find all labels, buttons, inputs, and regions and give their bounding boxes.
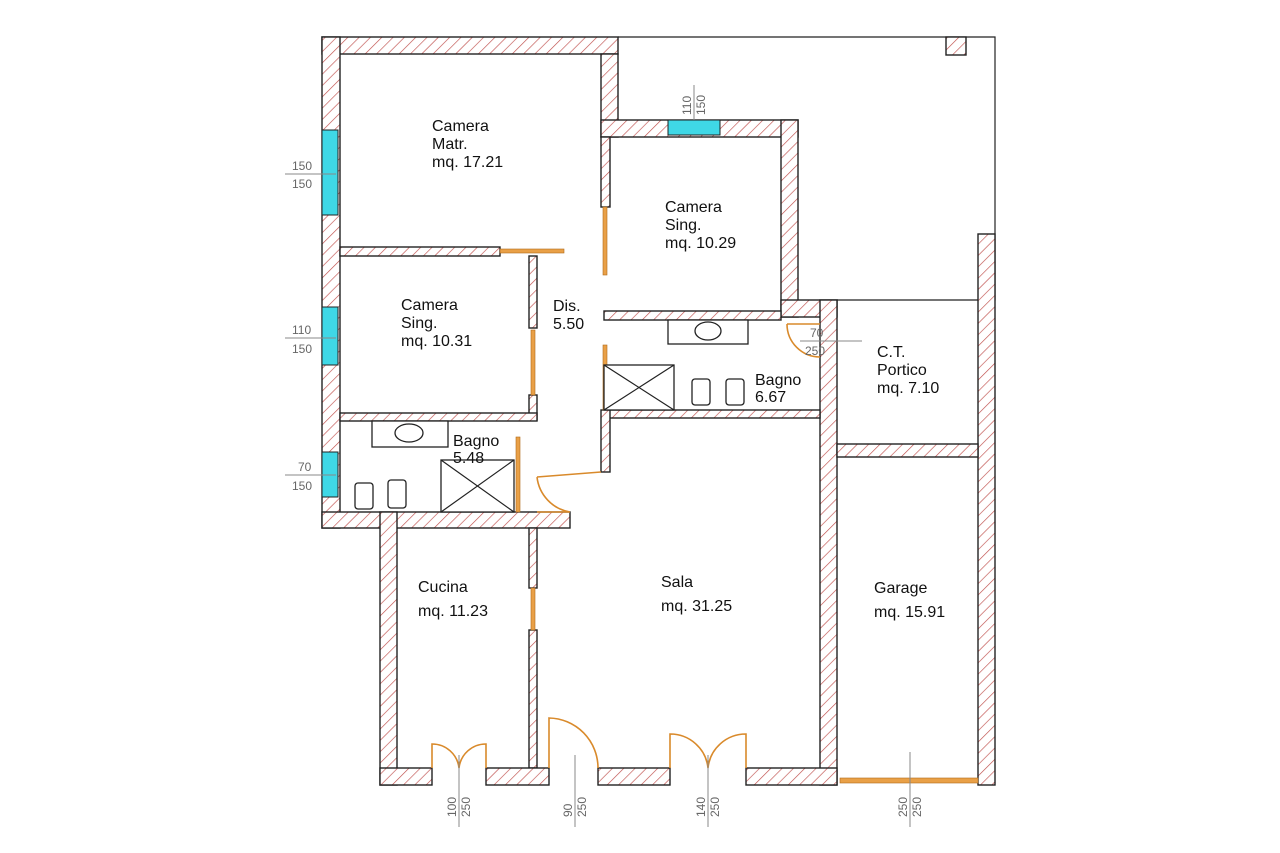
dimension-window-bagno-1: 70 150 [285,460,336,493]
chimney [945,36,967,56]
window-camera-sing-1 [321,306,339,366]
svg-text:150: 150 [694,95,708,115]
dimension-window-camera-sing-2: 110 150 [680,85,708,120]
svg-text:150: 150 [292,159,312,173]
svg-text:140: 140 [694,797,708,817]
svg-text:250: 250 [708,797,722,817]
dimension-window-camera-matr: 150 150 [285,159,336,191]
dimension-door-cucina: 100 250 [445,755,473,827]
svg-text:110: 110 [292,323,311,337]
dimension-door-ct: 70 250 [800,326,862,358]
room-label-disimpegno: Dis.5.50 [553,298,584,333]
dimension-door-entrance: 90 250 [561,755,589,827]
svg-text:250: 250 [575,797,589,817]
dimension-door-sala: 140 250 [694,755,722,827]
svg-text:100: 100 [445,797,459,817]
bathroom-fixtures [354,319,749,513]
svg-text:110: 110 [680,96,694,115]
svg-text:90: 90 [561,803,575,817]
window-camera-sing-2 [667,119,721,136]
walls [321,36,996,786]
svg-text:150: 150 [292,177,312,191]
svg-text:250: 250 [896,797,910,817]
window-camera-matr [321,129,339,216]
svg-text:150: 150 [292,479,312,493]
porch-outline [618,36,996,301]
svg-text:250: 250 [459,797,473,817]
dimension-window-camera-sing-1: 110 150 [285,323,336,356]
svg-text:150: 150 [292,342,312,356]
svg-text:70: 70 [298,460,312,474]
svg-text:250: 250 [910,797,924,817]
svg-text:70: 70 [810,326,824,340]
svg-text:250: 250 [805,344,825,358]
dimension-door-garage: 250 250 [896,752,924,827]
